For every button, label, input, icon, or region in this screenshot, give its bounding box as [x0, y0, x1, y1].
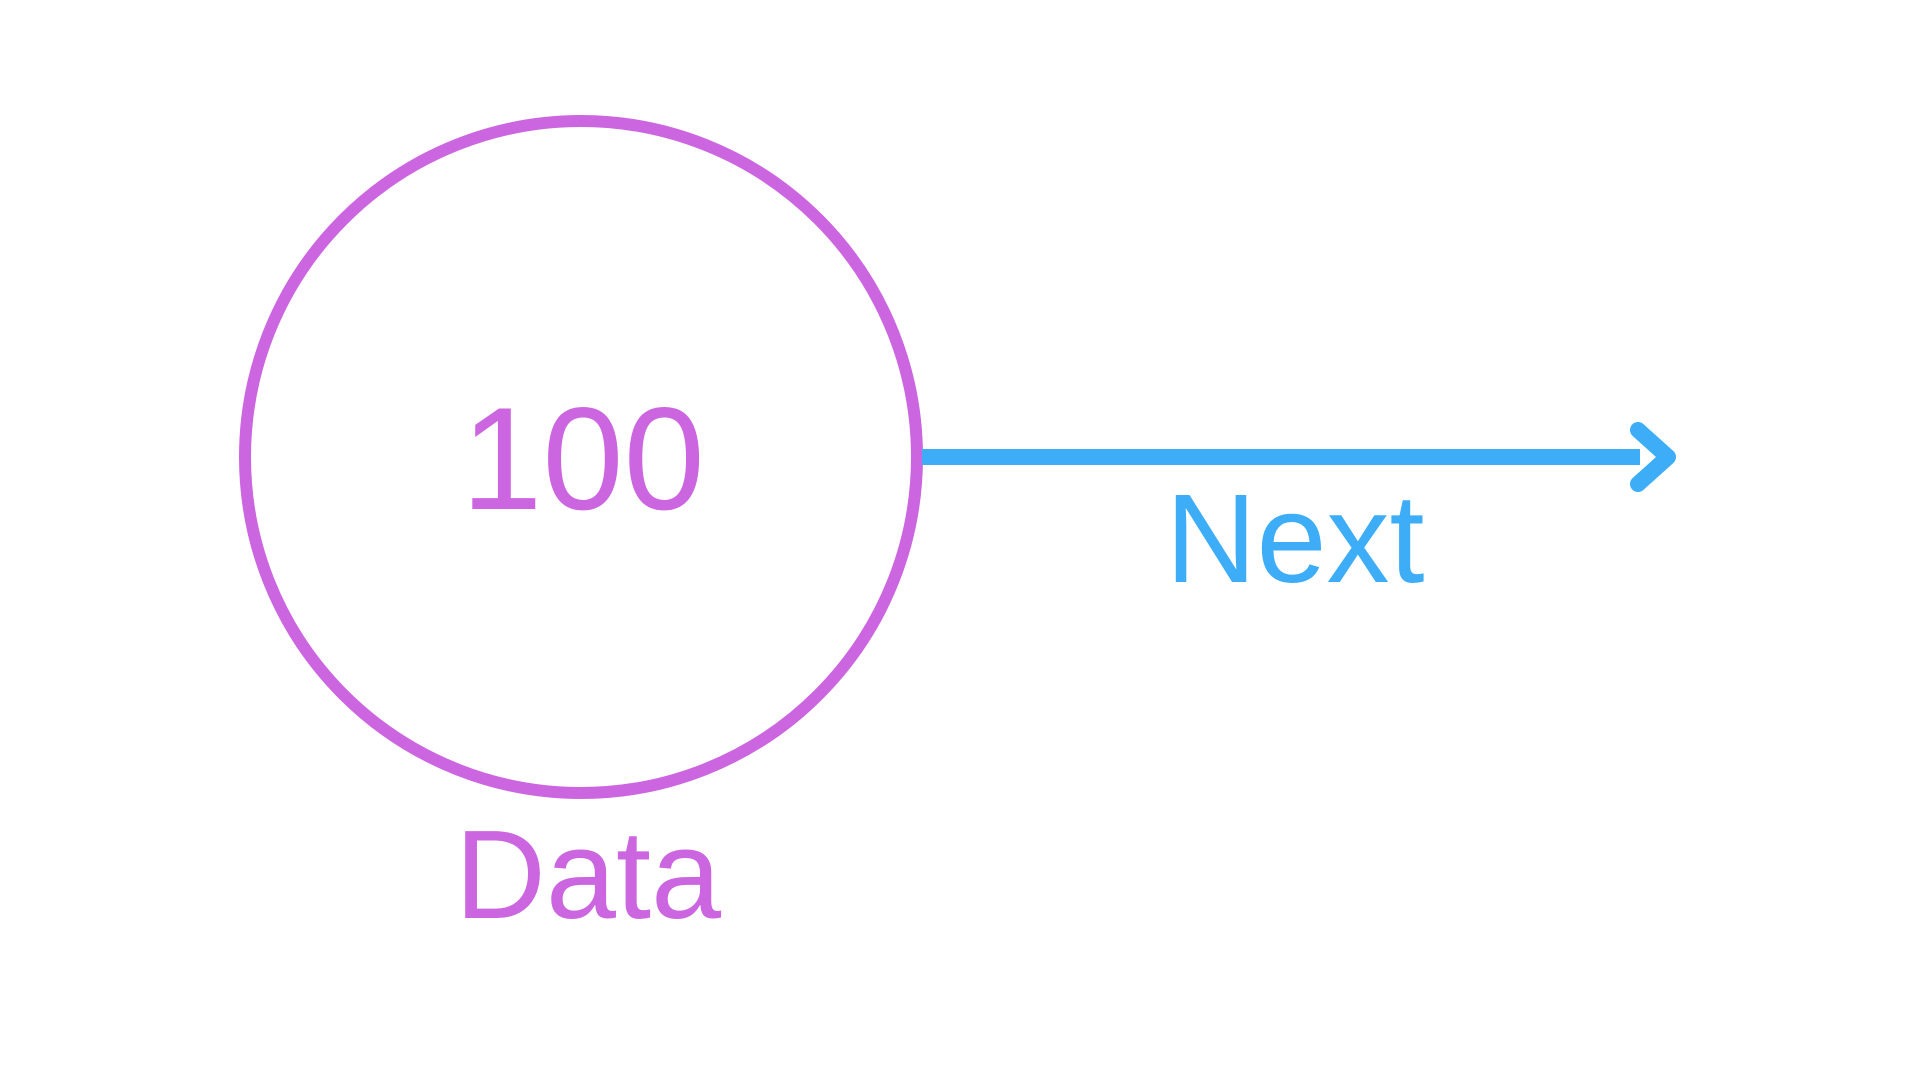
node-value-label: 100	[461, 377, 705, 540]
node-circle-data[interactable]	[239, 115, 923, 799]
edge-label-next: Next	[1165, 468, 1424, 609]
node-caption-label: Data	[455, 804, 722, 945]
arrowhead-icon	[1630, 422, 1676, 492]
